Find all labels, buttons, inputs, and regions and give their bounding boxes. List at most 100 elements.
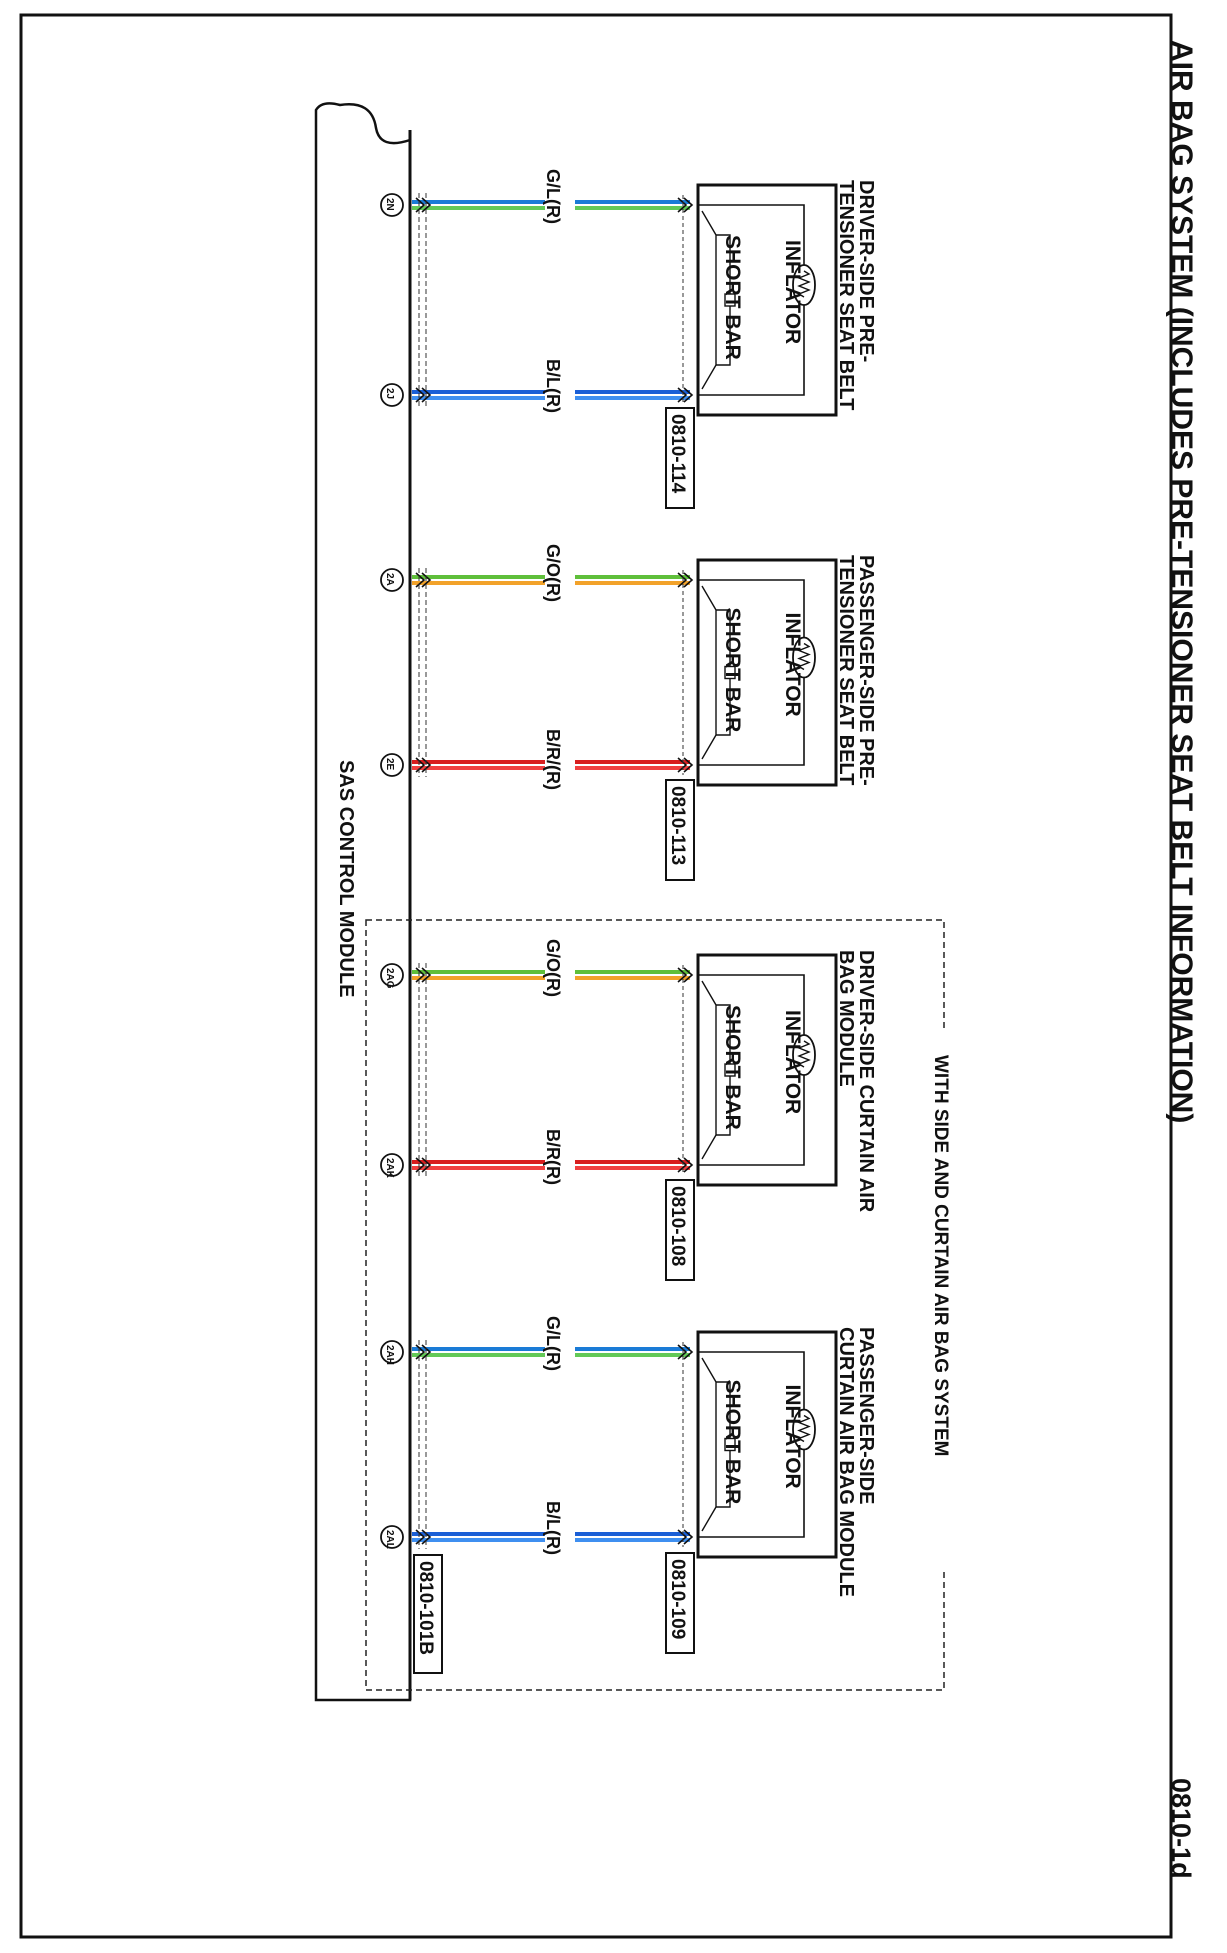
component-connector-box: 0810-108 [665, 1179, 695, 1281]
wire-2ak: B/R(R)2AK [380, 1129, 694, 1185]
inflator-label: INFLATOR [781, 613, 804, 717]
component-3: G/O(R) 2AG B/R(R)2AK INFLATOR SHORT BAR DRIVE… [380, 939, 877, 1281]
wire-terminal-right [677, 1344, 694, 1360]
wire-terminal-left [415, 1157, 432, 1173]
wire-2j: B/L(R) 2J [380, 359, 694, 413]
component-1: G/L(R) 2N B/L(R) 2J INFLATOR SHORT BAR DRIVER-… [380, 169, 877, 509]
wire-2ag: G/O(R) 2AG [380, 939, 694, 997]
pin-badge [380, 193, 404, 217]
pin-label: 2N [384, 198, 395, 211]
pin-label: 2E [384, 758, 395, 771]
component-box [696, 953, 838, 1187]
pin-label: 2AG [384, 968, 395, 989]
pin-badge [380, 1153, 404, 1177]
short-bar-element [724, 1063, 736, 1077]
wire-terminal-right [677, 1529, 694, 1545]
component-box [696, 558, 838, 787]
module-connector-box: 0810-101B [413, 1554, 443, 1674]
component-connector-box: 0810-109 [665, 1552, 695, 1654]
short-bar-element [724, 293, 736, 307]
pin-badge [380, 1340, 404, 1364]
component-2: G/O(R) 2A B/R/(R) 2E INFLATOR SHORT BAR PASSEN… [380, 544, 877, 881]
component-4: G/L(R) 2AH B/L(R) 2AL INFLATOR SHORT BAR PASSE… [380, 1316, 877, 1654]
pin-badge [380, 1525, 404, 1549]
component-connector-label: 0810-109 [667, 1559, 688, 1639]
pin-label: 2AL [384, 1530, 395, 1549]
component-name-line-2: CURTAIN AIR BAG MODULE [835, 1327, 857, 1597]
wire-label: B/L(R) [543, 359, 563, 413]
component-box [696, 1330, 838, 1559]
inflator-resistor-icon [792, 1034, 816, 1076]
inflator-label: INFLATOR [781, 240, 804, 344]
wire-label: G/O(R) [543, 544, 563, 602]
wire-2al: B/L(R) 2AL [380, 1501, 694, 1555]
pin-badge [380, 753, 404, 777]
wire-label: G/L(R) [543, 169, 563, 224]
wire-2e: B/R/(R) 2E [380, 729, 694, 790]
page-id: 0810-1d [1166, 1778, 1196, 1879]
inflator-label: INFLATOR [781, 1385, 804, 1489]
inflator-resistor-icon [792, 1408, 816, 1451]
short-bar-label: SHORT BAR [721, 608, 744, 733]
component-connector-label: 0810-113 [667, 786, 688, 865]
sas-control-module [314, 102, 412, 1702]
component-name-line-1: PASSENGER-SIDE PRE- [855, 555, 877, 786]
wire-2ah: G/L(R) 2AH [380, 1316, 694, 1371]
wire-terminal-right [677, 197, 694, 213]
pin-badge [380, 383, 404, 407]
component-name-line-1: DRIVER-SIDE PRE- [855, 180, 877, 362]
component-connector-box: 0810-113 [665, 779, 695, 881]
component-box [696, 183, 838, 417]
inflator-resistor-icon [792, 264, 816, 306]
wire-label: B/R(R) [543, 1129, 563, 1185]
wire-label: G/L(R) [543, 1316, 563, 1371]
pin-label: 2AH [384, 1345, 395, 1365]
short-bar-label: SHORT BAR [721, 1005, 744, 1130]
resistor-zigzag-icon [797, 1414, 811, 1443]
component-name-line-2: TENSIONER SEAT BELT [835, 180, 857, 410]
wire-terminal-left [415, 387, 432, 403]
component-connector-box: 0810-114 [665, 407, 695, 509]
inflator-label: INFLATOR [781, 1010, 804, 1114]
group-label: WITH SIDE AND CURTAIN AIR BAG SYSTEM [930, 1055, 951, 1456]
short-bar-lines [701, 585, 731, 760]
page-title: AIR BAG SYSTEM (INCLUDES PRE-TENSIONER S… [1165, 40, 1198, 1123]
resistor-zigzag-icon [797, 642, 811, 671]
pin-label: 2A [384, 573, 395, 586]
group-label-background [930, 1030, 960, 1570]
component-name-line-2: BAG MODULE [835, 950, 857, 1087]
wire-2a: G/O(R) 2A [380, 544, 694, 602]
component-connector-label: 0810-114 [667, 414, 688, 494]
wire-terminal-right [677, 967, 694, 983]
pin-badge [380, 568, 404, 592]
components: G/L(R) 2N B/L(R) 2J INFLATOR SHORT BAR DRIVER-… [380, 169, 877, 1654]
wire-terminal-right [677, 572, 694, 588]
inflator-resistor-icon [792, 636, 816, 679]
module-connector-label: 0810-101B [415, 1561, 436, 1655]
wire-terminal-right [677, 757, 694, 773]
wire-2n: G/L(R) 2N [380, 169, 694, 224]
resistor-zigzag-icon [797, 1040, 811, 1068]
component-connector-label: 0810-108 [667, 1186, 688, 1266]
page-border [19, 13, 1173, 1939]
module-label: SAS CONTROL MODULE [335, 760, 357, 997]
short-bar-element [724, 665, 736, 680]
component-name-line-2: TENSIONER SEAT BELT [835, 555, 857, 785]
component-name-line-1: PASSENGER-SIDE [855, 1327, 877, 1504]
component-name-line-1: DRIVER-SIDE CURTAIN AIR [855, 950, 877, 1213]
short-bar-element [724, 1437, 736, 1452]
wire-label: B/L(R) [543, 1501, 563, 1555]
pin-badge [380, 963, 404, 987]
resistor-zigzag-icon [797, 270, 811, 298]
wire-terminal-right [677, 387, 694, 403]
short-bar-lines [701, 1357, 731, 1532]
pin-label: 2J [384, 388, 395, 399]
wire-label: G/O(R) [543, 939, 563, 997]
short-bar-lines [701, 980, 731, 1160]
wire-terminal-right [677, 1157, 694, 1173]
short-bar-label: SHORT BAR [721, 1380, 744, 1505]
wire-label: B/R/(R) [543, 729, 563, 790]
short-bar-lines [701, 210, 731, 390]
short-bar-label: SHORT BAR [721, 235, 744, 360]
